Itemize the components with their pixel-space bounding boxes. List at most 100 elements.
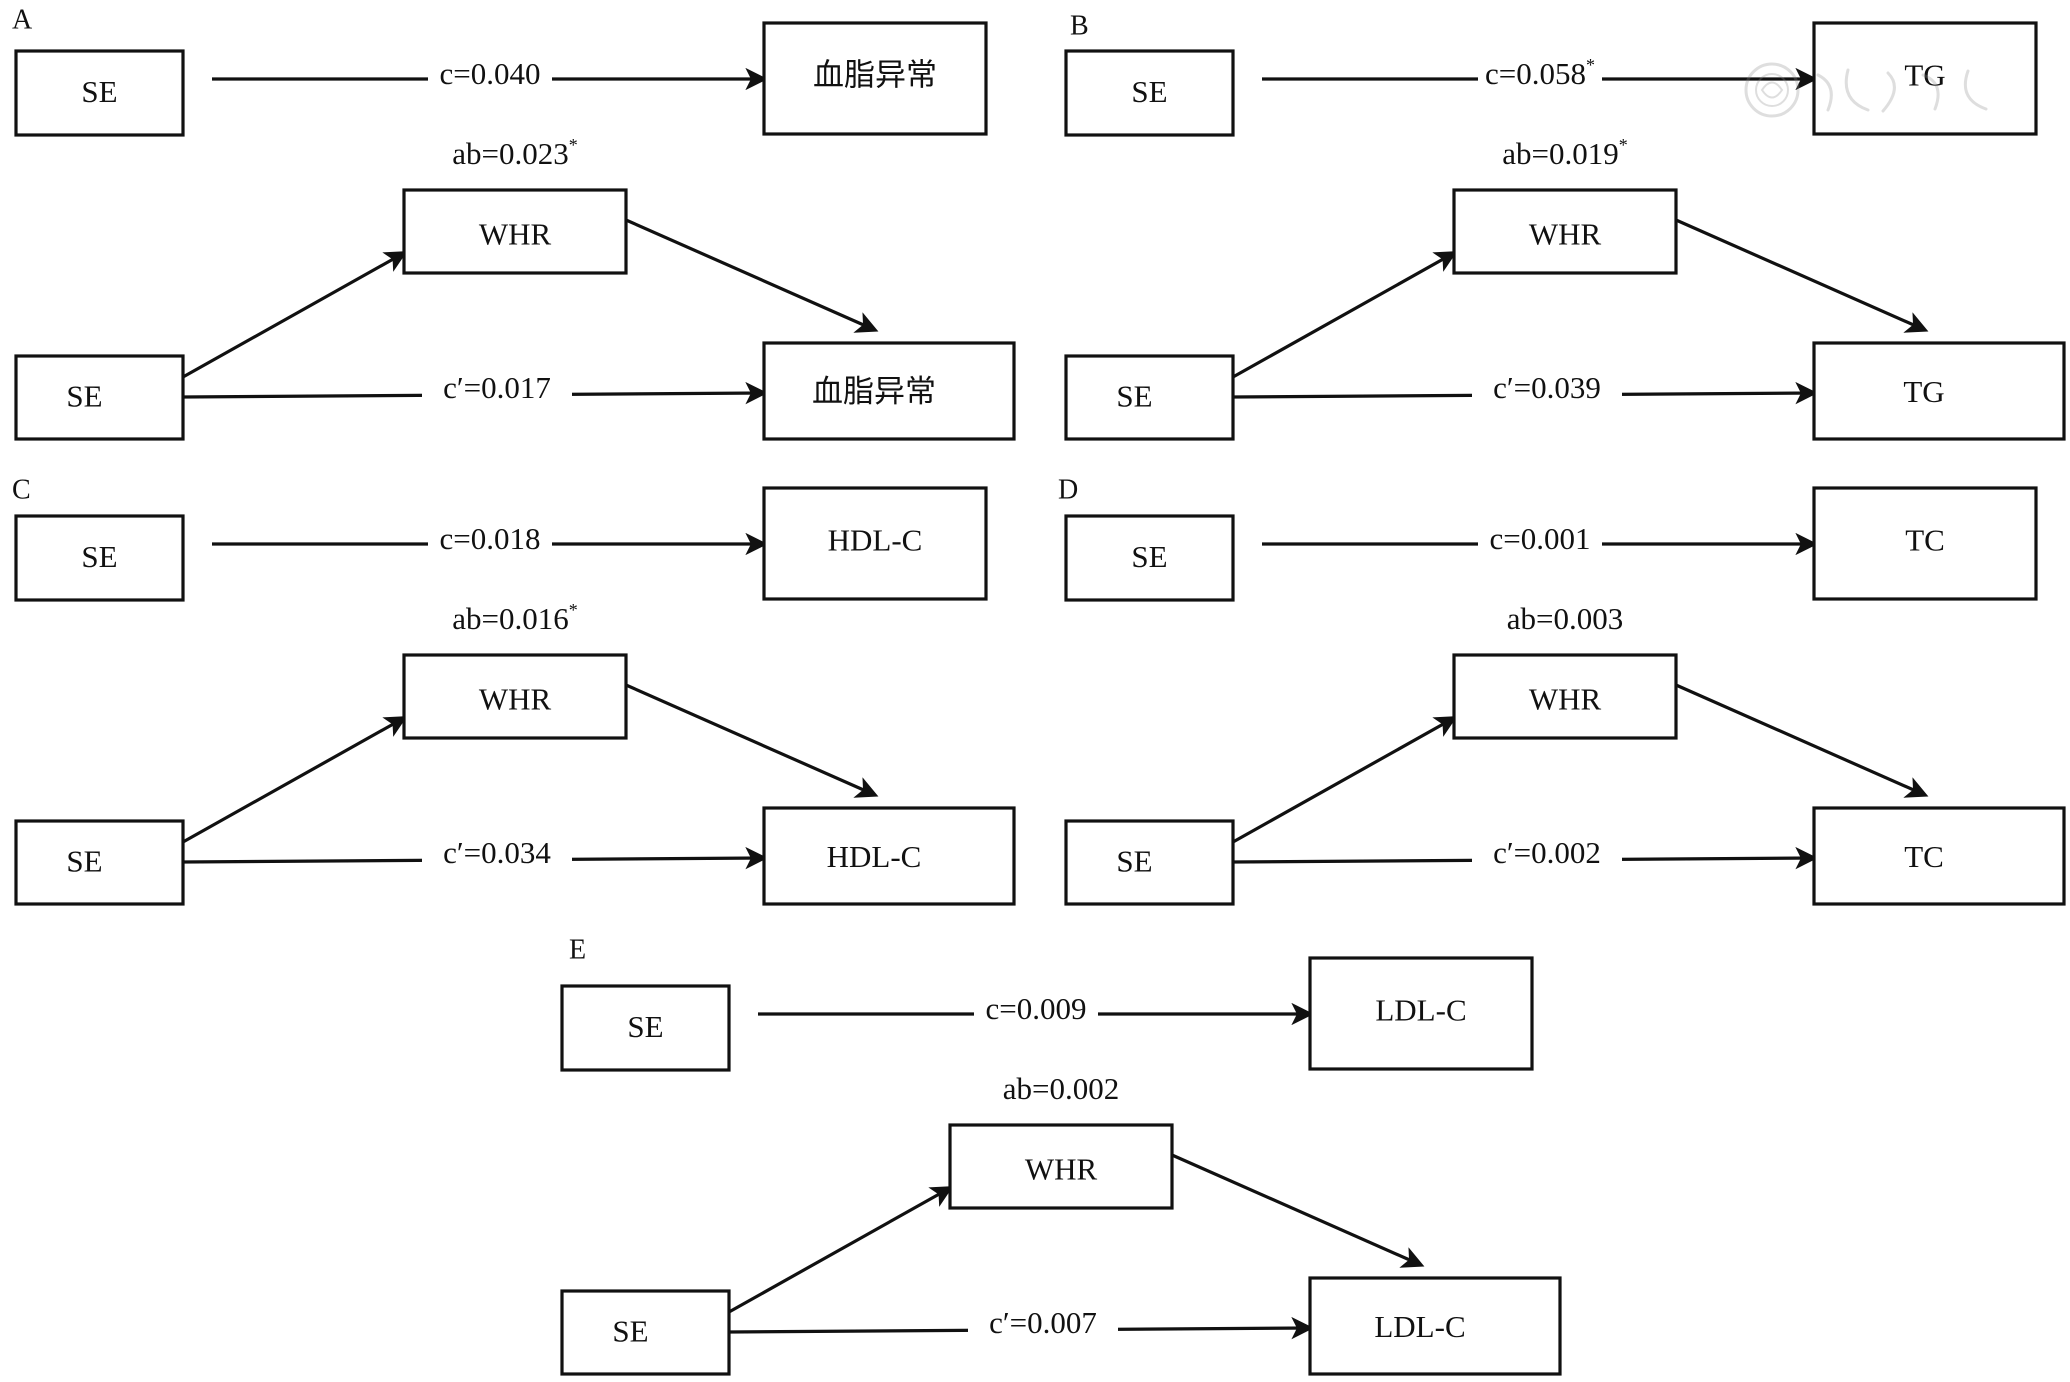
indirect-effect-label-value: ab=0.002 [1003, 1071, 1120, 1106]
mediator-box-label: WHR [1025, 1152, 1098, 1187]
total-effect-label: c=0.058* [1478, 55, 1602, 97]
total-effect-label: c=0.001 [1478, 521, 1602, 562]
target-box-total: 血脂异常 [762, 21, 988, 136]
target-box-total-label: TG [1904, 58, 1945, 93]
indirect-effect-label-significance: * [569, 135, 578, 155]
svg-text:c=0.009: c=0.009 [986, 991, 1087, 1026]
svg-text:c′=0.017: c′=0.017 [443, 370, 551, 405]
source-box-total: SE [14, 514, 185, 602]
indirect-effect-label-value: ab=0.003 [1507, 601, 1624, 636]
source-box-mediation-label: SE [1116, 379, 1152, 414]
source-box-mediation-label: SE [66, 844, 102, 879]
target-box-total-label: LDL-C [1375, 993, 1466, 1028]
mediator-box: WHR [1452, 188, 1678, 275]
mediator-box-label: WHR [1529, 217, 1602, 252]
indirect-effect-label: ab=0.002 [1003, 1071, 1120, 1106]
svg-text:c′=0.007: c′=0.007 [989, 1305, 1097, 1340]
panel-letter: E [569, 934, 586, 965]
direct-effect-label: c′=0.002 [1472, 835, 1622, 876]
target-box-total-label: TC [1905, 523, 1945, 558]
indirect-path-a-arrow [182, 251, 408, 379]
source-box-mediation: SE [560, 1289, 731, 1376]
source-box-total-label: SE [627, 1009, 663, 1044]
svg-text:c′=0.034: c′=0.034 [443, 835, 551, 870]
svg-text:ab=0.003: ab=0.003 [1507, 601, 1624, 636]
indirect-effect-label-significance: * [1619, 135, 1628, 155]
indirect-effect-label: ab=0.019* [1502, 135, 1628, 171]
mediator-box-label: WHR [479, 682, 552, 717]
direct-effect-label: c′=0.017 [422, 370, 572, 411]
source-box-total: SE [560, 984, 731, 1072]
total-effect-label-value: c=0.018 [440, 521, 541, 556]
target-box-mediation-label: TC [1904, 839, 1944, 874]
svg-text:c=0.040: c=0.040 [440, 56, 541, 91]
direct-effect-label: c′=0.007 [968, 1305, 1118, 1346]
target-box-total-label: HDL-C [828, 523, 923, 558]
total-effect-label: c=0.009 [974, 991, 1098, 1032]
target-box-mediation: TG [1812, 341, 2066, 441]
mediator-box-label: WHR [1529, 682, 1602, 717]
indirect-effect-label-value: ab=0.019 [1502, 136, 1619, 171]
svg-text:ab=0.023*: ab=0.023* [452, 135, 578, 171]
total-effect-label-value: c=0.040 [440, 56, 541, 91]
direct-effect-label: c′=0.034 [422, 835, 572, 876]
source-box-mediation: SE [14, 819, 185, 906]
source-box-mediation: SE [1064, 819, 1235, 906]
target-box-mediation: TC [1812, 806, 2066, 906]
target-box-mediation-label: TG [1903, 374, 1944, 409]
mediator-box: WHR [402, 653, 628, 740]
svg-text:ab=0.019*: ab=0.019* [1502, 135, 1628, 171]
target-box-total-label: 血脂异常 [813, 58, 937, 93]
target-box-mediation: 血脂异常 [762, 341, 1016, 441]
target-box-mediation-label: 血脂异常 [812, 374, 936, 409]
source-box-total-label: SE [81, 74, 117, 109]
source-box-total-label: SE [81, 539, 117, 574]
source-box-mediation: SE [14, 354, 185, 441]
source-box-total: SE [1064, 49, 1235, 137]
source-box-total-label: SE [1131, 539, 1167, 574]
panel-letter: B [1070, 10, 1089, 41]
indirect-effect-label-value: ab=0.016 [452, 601, 569, 636]
target-box-mediation: LDL-C [1308, 1276, 1562, 1376]
total-effect-label: c=0.040 [428, 56, 552, 97]
indirect-effect-label-value: ab=0.023 [452, 136, 569, 171]
svg-text:c=0.001: c=0.001 [1490, 521, 1591, 556]
indirect-path-b-arrow [625, 218, 879, 333]
total-effect-label-value: c=0.001 [1490, 521, 1591, 556]
mediator-box: WHR [948, 1123, 1174, 1210]
indirect-path-b-arrow [1171, 1153, 1425, 1268]
target-box-total: LDL-C [1308, 956, 1534, 1071]
indirect-path-b-arrow [1675, 683, 1929, 798]
source-box-mediation-label: SE [66, 379, 102, 414]
direct-effect-label-value: c′=0.002 [1493, 835, 1601, 870]
total-effect-label-significance: * [1586, 55, 1595, 75]
target-box-mediation: HDL-C [762, 806, 1016, 906]
panel-letter: A [12, 4, 33, 35]
indirect-path-a-arrow [1232, 716, 1458, 844]
indirect-effect-label-significance: * [569, 600, 578, 620]
direct-effect-label-value: c′=0.017 [443, 370, 551, 405]
direct-effect-label-value: c′=0.034 [443, 835, 551, 870]
mediator-box: WHR [1452, 653, 1678, 740]
mediator-box-label: WHR [479, 217, 552, 252]
svg-text:ab=0.002: ab=0.002 [1003, 1071, 1120, 1106]
svg-text:c=0.058*: c=0.058* [1485, 55, 1595, 91]
indirect-path-b-arrow [625, 683, 879, 798]
target-box-total: TC [1812, 486, 2038, 601]
total-effect-label: c=0.018 [428, 521, 552, 562]
indirect-path-a-arrow [182, 716, 408, 844]
panel-letter: D [1058, 474, 1078, 505]
source-box-total-label: SE [1131, 74, 1167, 109]
source-box-mediation: SE [1064, 354, 1235, 441]
indirect-effect-label: ab=0.016* [452, 600, 578, 636]
source-box-total: SE [1064, 514, 1235, 602]
direct-effect-label-value: c′=0.007 [989, 1305, 1097, 1340]
target-box-total: HDL-C [762, 486, 988, 601]
direct-effect-label: c′=0.039 [1472, 370, 1622, 411]
source-box-total: SE [14, 49, 185, 137]
indirect-path-a-arrow [1232, 251, 1458, 379]
